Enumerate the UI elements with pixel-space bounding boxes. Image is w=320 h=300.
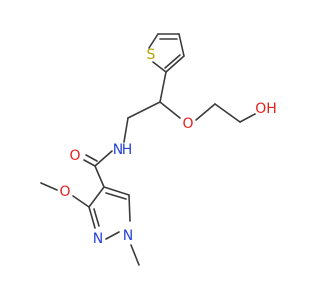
bond	[94, 150, 113, 167]
pyrazole-ring	[40, 182, 140, 266]
structure-diagram: S O OH N H O O N N	[40, 33, 277, 266]
bond	[83, 159, 96, 167]
bond	[159, 71, 167, 103]
methoxy-oxygen-label: O	[59, 184, 70, 200]
amide-group	[83, 150, 113, 188]
bond	[105, 231, 120, 240]
amide-nitrogen-label: N	[113, 142, 123, 158]
bond	[40, 182, 58, 191]
ether-oxygen-label: O	[182, 116, 193, 132]
thiophene-ring	[148, 33, 185, 73]
bond	[123, 117, 129, 143]
bond	[164, 54, 181, 69]
bond	[85, 154, 98, 162]
pyrazole-n1-label: N	[123, 228, 133, 244]
hydroxyl-label: OH	[255, 101, 277, 117]
bond	[127, 101, 161, 119]
bond	[195, 103, 216, 121]
bond	[178, 33, 185, 57]
amide-hydrogen-label: H	[122, 142, 133, 158]
pyrazole-n2-label: N	[93, 231, 103, 247]
bond	[165, 55, 185, 73]
bond	[93, 208, 100, 227]
bond	[88, 206, 96, 229]
bond	[105, 192, 127, 200]
bond	[103, 186, 130, 196]
bond	[148, 33, 159, 49]
bond	[130, 244, 140, 266]
sulfur-label: S	[147, 47, 156, 63]
bond	[239, 113, 256, 123]
bond	[128, 194, 131, 222]
amide-oxygen-label: O	[69, 148, 80, 164]
bond	[214, 103, 241, 123]
bond	[88, 186, 105, 208]
molecule-drawing: S O OH N H O O N N	[40, 33, 277, 266]
bond	[159, 101, 181, 119]
bond	[94, 165, 105, 188]
bond	[72, 195, 90, 208]
side-chain	[123, 71, 256, 143]
bond	[152, 61, 167, 73]
